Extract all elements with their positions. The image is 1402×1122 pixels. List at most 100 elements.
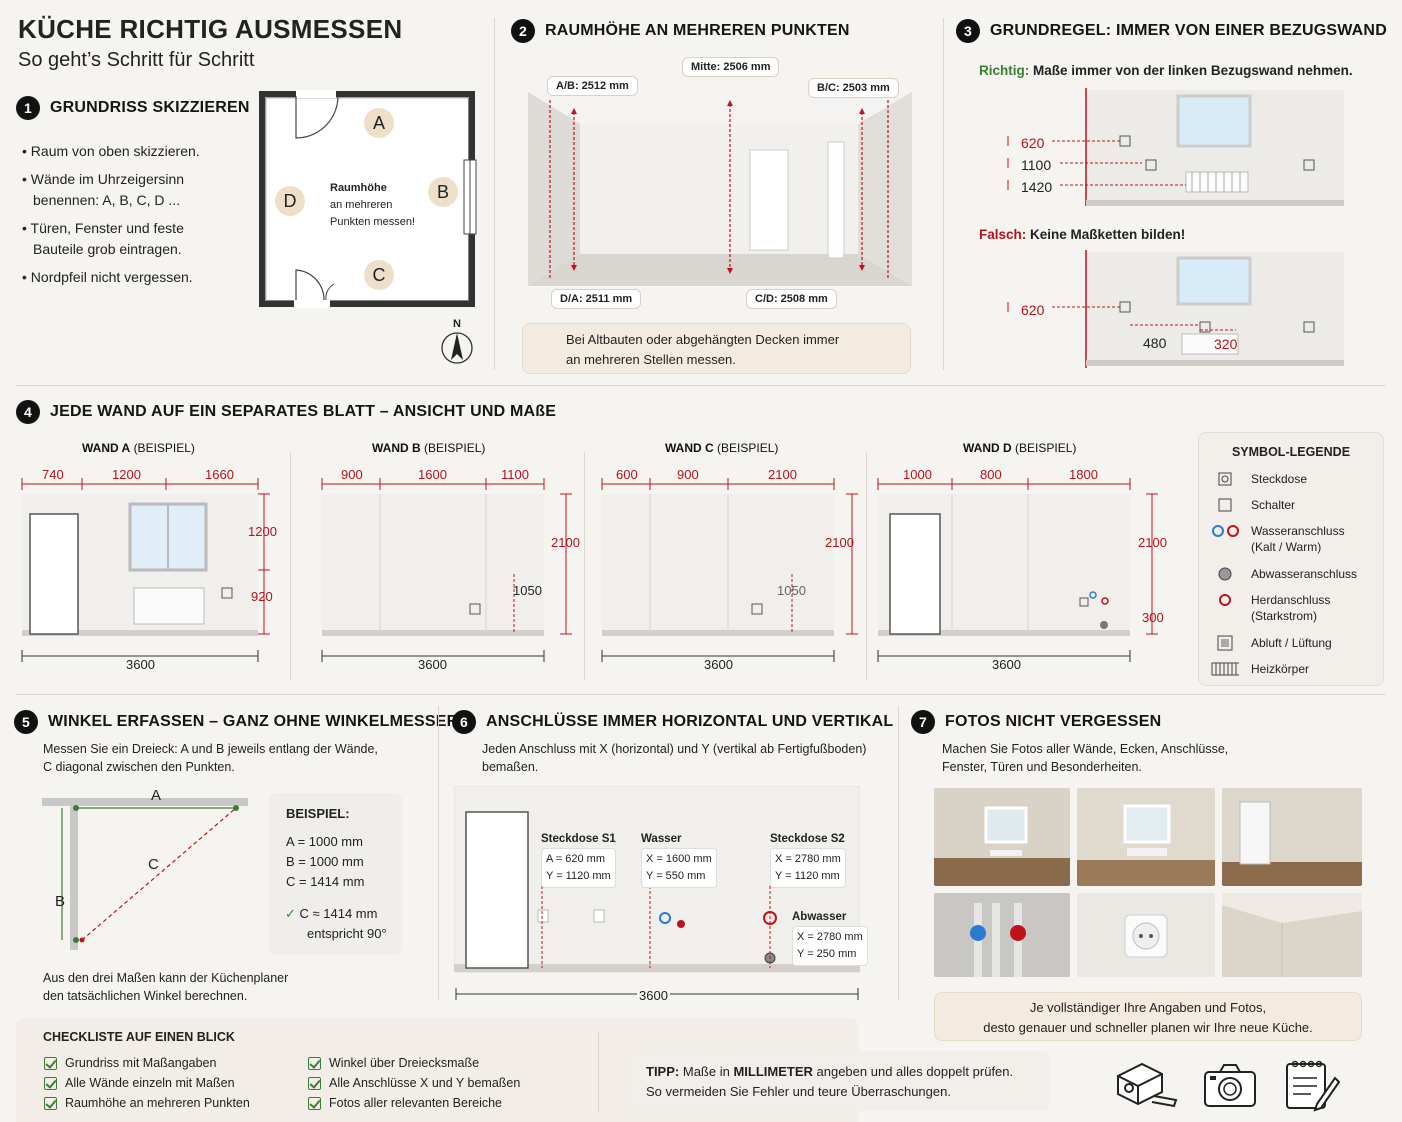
checklist-title: CHECKLISTE AUF EINEN BLICK bbox=[43, 1030, 235, 1044]
section-1-bullets: • Raum von oben skizzieren. • Wände im U… bbox=[22, 141, 200, 288]
floor-plan-note: Raumhöhe an mehreren Punkten messen! bbox=[330, 182, 415, 228]
checkbox-icon bbox=[44, 1076, 57, 1090]
height-label-mid: Mitte: 2506 mm bbox=[682, 57, 780, 77]
step-number: 7 bbox=[911, 710, 935, 734]
wall-d-elevation bbox=[877, 478, 1158, 662]
section-7-note: Je vollständiger Ihre Angaben und Fotos,… bbox=[934, 992, 1362, 1041]
checklist-item: Fotos aller relevanten Bereiche bbox=[308, 1096, 520, 1110]
ceiling-corner-photo bbox=[1222, 893, 1362, 977]
section-2-note: Bei Altbauten oder abgehängten Decken im… bbox=[522, 323, 911, 374]
section-title: WINKEL ERFASSEN – GANZ OHNE WINKELMESSER bbox=[48, 713, 459, 730]
section-title: GRUNDRISS SKIZZIEREN bbox=[50, 99, 250, 116]
bullet-item: • Türen, Fenster und feste bbox=[22, 220, 184, 236]
page-header: KÜCHE RICHTIG AUSMESSEN So geht’s Schrit… bbox=[18, 14, 402, 72]
wall-b-top-dim: 900 bbox=[341, 467, 363, 482]
checkmark-icon: ✓ bbox=[285, 906, 296, 921]
checklist-item: Raumhöhe an mehreren Punkten bbox=[44, 1096, 250, 1110]
section-title: JEDE WAND AUF EIN SEPARATES BLATT – ANSI… bbox=[50, 403, 557, 420]
height-label-ab: A/B: 2512 mm bbox=[547, 76, 638, 96]
wall-marker-a: A bbox=[364, 108, 394, 138]
section-2-heading: 2 RAUMHÖHE AN MEHREREN PUNKTEN bbox=[511, 19, 850, 43]
legend-title: SYMBOL-LEGENDE bbox=[1231, 445, 1351, 459]
wall-c-right-dim: 2100 bbox=[825, 535, 854, 550]
height-label-da: D/A: 2511 mm bbox=[551, 289, 642, 309]
bullet-item: • Nordpfeil nicht vergessen. bbox=[22, 269, 193, 285]
wall-c-top-dim: 900 bbox=[677, 467, 699, 482]
bullet-item: • Raum von oben skizzieren. bbox=[22, 143, 200, 159]
legend-item: Abluft / Lüftung bbox=[1211, 635, 1357, 661]
wall-d-top-dim: 1800 bbox=[1069, 467, 1098, 482]
section-1-heading: 1 GRUNDRISS SKIZZIEREN bbox=[16, 96, 250, 120]
legend-item: Herdanschluss(Starkstrom) bbox=[1211, 592, 1357, 635]
checklist-item: Alle Wände einzeln mit Maßen bbox=[44, 1076, 250, 1090]
bullet-item: Bauteile grob eintragen. bbox=[33, 241, 182, 257]
section-5-outro: Aus den drei Maßen kann der Küchenplaner… bbox=[43, 971, 289, 1003]
rule-correct: Richtig: Maße immer von der linken Bezug… bbox=[979, 63, 1353, 78]
legend-item: Steckdose bbox=[1211, 471, 1357, 497]
section-4-heading: 4 JEDE WAND AUF EIN SEPARATES BLATT – AN… bbox=[16, 400, 556, 424]
wall-b-title: WAND B (BEISPIEL) bbox=[372, 441, 486, 455]
vent-icon bbox=[1217, 635, 1233, 651]
legend-item: Schalter bbox=[1211, 497, 1357, 523]
notepad-pencil-icon bbox=[1286, 1060, 1341, 1112]
wall-d-bottom-dim: 3600 bbox=[992, 657, 1021, 672]
connection-wall-width: 3600 bbox=[637, 988, 670, 1003]
wall-marker-c: C bbox=[364, 260, 394, 290]
wall-a-top-dim: 740 bbox=[42, 467, 64, 482]
wall-a-right-dim: 920 bbox=[251, 589, 273, 604]
room-height-illustration bbox=[528, 92, 912, 286]
wall-c-top-dim: 600 bbox=[616, 467, 638, 482]
wall-b-right-dim: 2100 bbox=[551, 535, 580, 550]
checkbox-icon bbox=[308, 1056, 321, 1070]
stove-connection-icon bbox=[1219, 594, 1231, 606]
wall-c-elevation bbox=[601, 478, 858, 662]
wrong-dim-1: 620 bbox=[1021, 302, 1045, 318]
tape-measure-icon bbox=[1117, 1062, 1178, 1108]
wall-a-bottom-dim: 3600 bbox=[126, 657, 155, 672]
rule-wrong: Falsch: Keine Maßketten bilden! bbox=[979, 227, 1186, 242]
wall-a-right-dim: 1200 bbox=[248, 524, 277, 539]
correct-dim-2: 1100 bbox=[1021, 157, 1052, 173]
wall-b-top-dim: 1600 bbox=[418, 467, 447, 482]
wall-a-title: WAND A (BEISPIEL) bbox=[82, 441, 195, 455]
wall-c-title: WAND C (BEISPIEL) bbox=[665, 441, 779, 455]
legend-item: Heizkörper bbox=[1211, 661, 1357, 687]
symbol-legend: SYMBOL-LEGENDE Steckdose Schalter Wasser… bbox=[1198, 432, 1384, 686]
triangle-label-a: A bbox=[151, 787, 162, 804]
checkbox-icon bbox=[44, 1056, 57, 1070]
radiator-icon bbox=[1211, 662, 1239, 676]
section-title: RAUMHÖHE AN MEHREREN PUNKTEN bbox=[545, 22, 850, 39]
north-arrow: N bbox=[438, 318, 476, 371]
section-7-heading: 7 FOTOS NICHT VERGESSEN bbox=[911, 710, 1161, 734]
step-number: 3 bbox=[956, 19, 980, 43]
step-number: 1 bbox=[16, 96, 40, 120]
section-title: GRUNDREGEL: IMMER VON EINER BEZUGSWAND bbox=[990, 22, 1387, 39]
wall-d-top-dim: 800 bbox=[980, 467, 1002, 482]
bullet-item: • Wände im Uhrzeigersinn bbox=[22, 171, 185, 187]
triangle-example-card: BEISPIEL: A = 1000 mm B = 1000 mm C = 14… bbox=[269, 793, 402, 955]
page-subtitle: So geht’s Schritt für Schritt bbox=[18, 49, 255, 71]
compass-icon bbox=[441, 332, 473, 364]
room-photo-window bbox=[934, 788, 1070, 886]
wall-b-bottom-dim: 3600 bbox=[418, 657, 447, 672]
step-number: 6 bbox=[452, 710, 476, 734]
tip-box: TIPP: Maße in MILLIMETER angeben und all… bbox=[627, 1051, 1049, 1111]
drain-icon bbox=[1218, 567, 1232, 581]
camera-icon bbox=[1204, 1064, 1256, 1107]
socket-photo bbox=[1077, 893, 1215, 977]
socket-icon bbox=[1218, 472, 1232, 486]
checkbox-icon bbox=[308, 1076, 321, 1090]
room-photo-window-2 bbox=[1077, 788, 1215, 886]
wall-c-right-dim: 1050 bbox=[777, 583, 806, 598]
checkbox-icon bbox=[44, 1096, 57, 1110]
triangle-label-c: C bbox=[148, 856, 159, 873]
section-title: FOTOS NICHT VERGESSEN bbox=[945, 713, 1162, 730]
section-7-intro: Machen Sie Fotos aller Wände, Ecken, Ans… bbox=[942, 742, 1229, 774]
checklist-item: Winkel über Dreiecksmaße bbox=[308, 1056, 520, 1070]
water-connection-icon bbox=[1212, 525, 1239, 537]
triangle-label-b: B bbox=[55, 893, 66, 910]
section-5-heading: 5 WINKEL ERFASSEN – GANZ OHNE WINKELMESS… bbox=[14, 710, 458, 734]
wall-d-top-dim: 1000 bbox=[903, 467, 932, 482]
